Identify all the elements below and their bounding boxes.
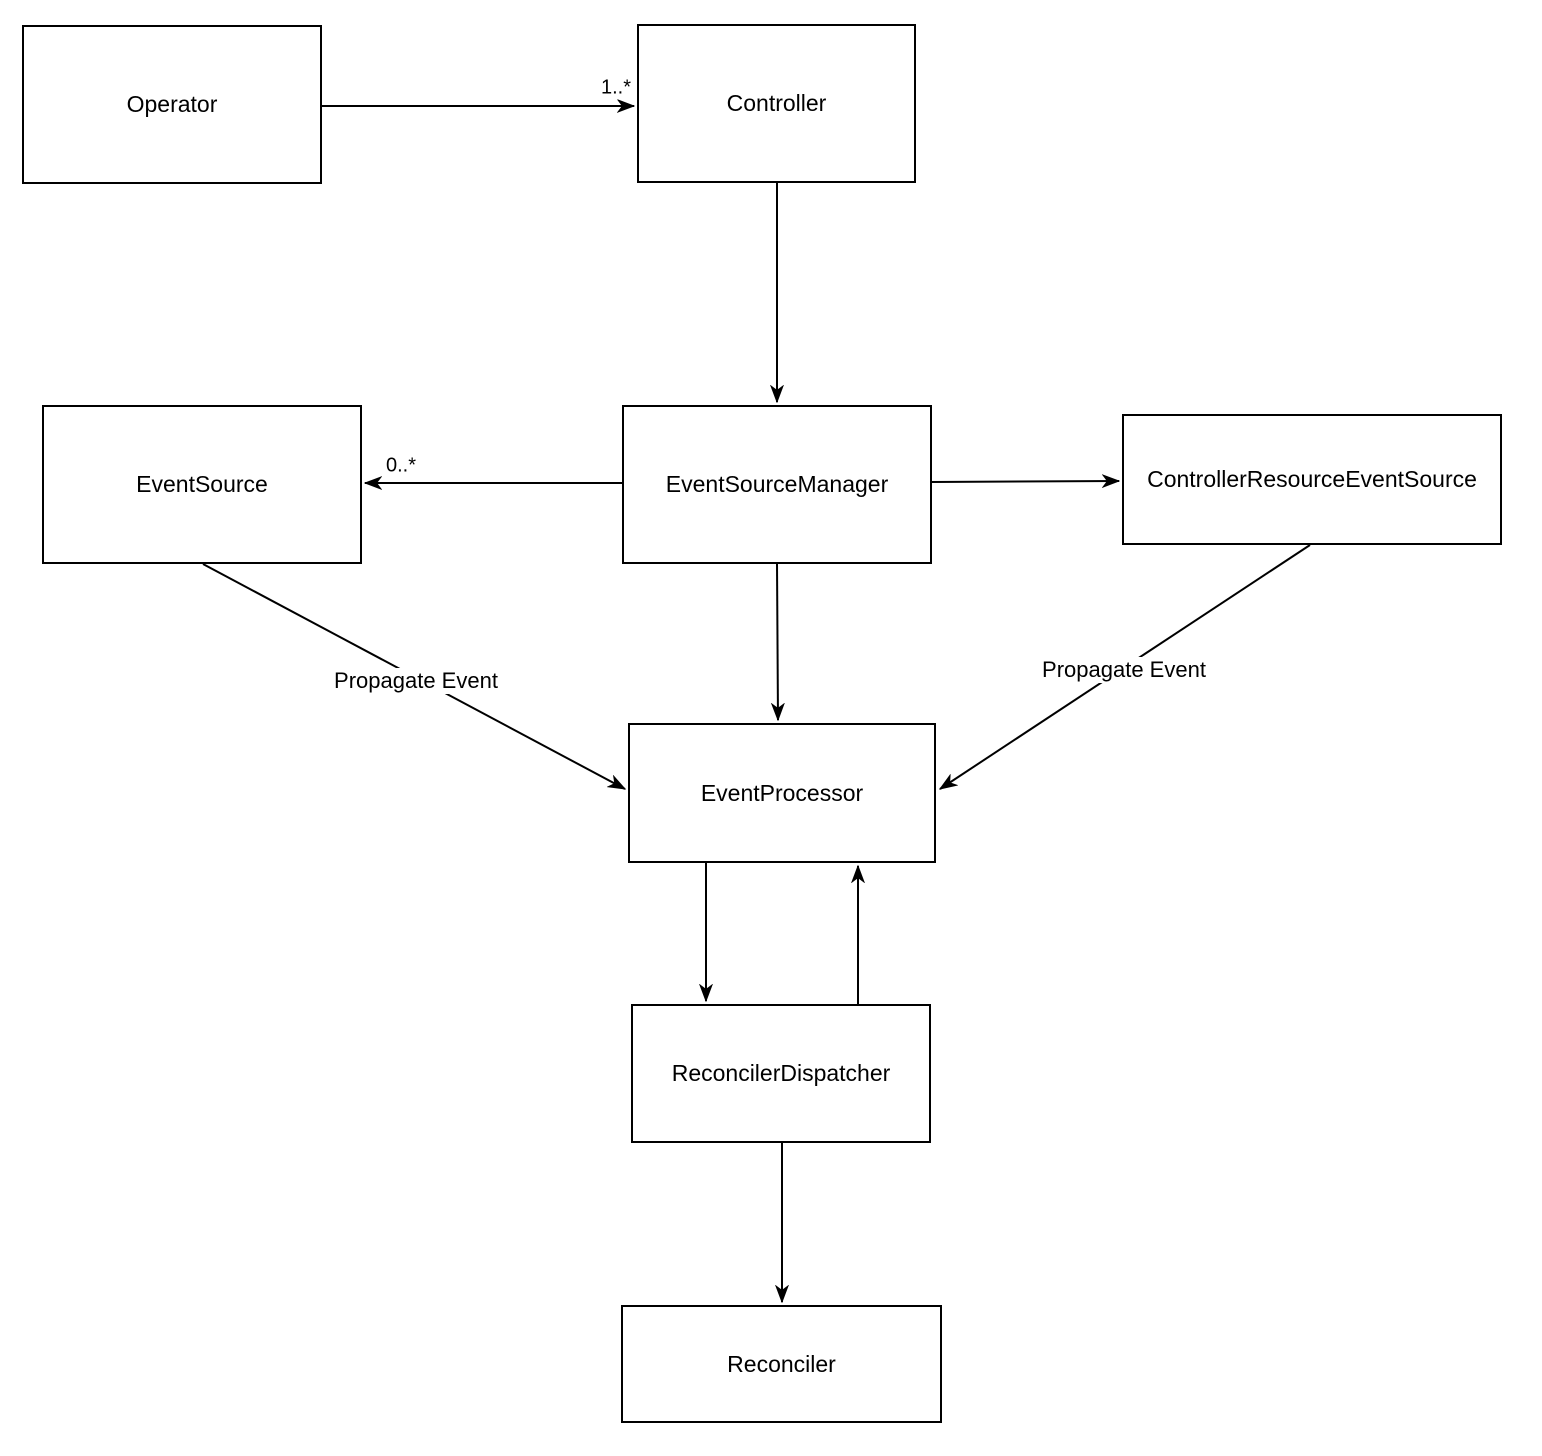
edge-event-source-manager-to-event-processor <box>777 563 778 720</box>
node-label-reconciler-dispatcher: ReconcilerDispatcher <box>671 1060 891 1086</box>
node-label-event-source: EventSource <box>136 471 268 497</box>
edge-label-event-source-manager-to-event-source: 0..* <box>382 454 420 478</box>
node-event-source-manager: EventSourceManager <box>622 405 932 564</box>
node-reconciler: Reconciler <box>621 1305 942 1423</box>
node-controller: Controller <box>637 24 916 183</box>
node-label-operator: Operator <box>126 91 218 117</box>
edge-label-operator-to-controller: 1..* <box>597 76 635 100</box>
node-label-reconciler: Reconciler <box>727 1350 836 1377</box>
edge-label-controller-resource-event-source-to-event-processor: Propagate Event <box>1039 657 1209 683</box>
edge-label-event-source-to-event-processor: Propagate Event <box>331 668 501 694</box>
node-reconciler-dispatcher: ReconcilerDispatcher <box>631 1004 931 1143</box>
node-label-controller-resource-event-source: ControllerResourceEventSource <box>1147 466 1477 492</box>
node-operator: Operator <box>22 25 322 184</box>
node-label-event-source-manager: EventSourceManager <box>665 471 889 497</box>
edge-event-source-manager-to-controller-resource-event-source <box>931 481 1119 482</box>
node-label-controller: Controller <box>726 90 827 116</box>
node-controller-resource-event-source: ControllerResourceEventSource <box>1122 414 1502 545</box>
node-event-source: EventSource <box>42 405 362 564</box>
node-event-processor: EventProcessor <box>628 723 936 863</box>
node-label-event-processor: EventProcessor <box>700 779 864 806</box>
